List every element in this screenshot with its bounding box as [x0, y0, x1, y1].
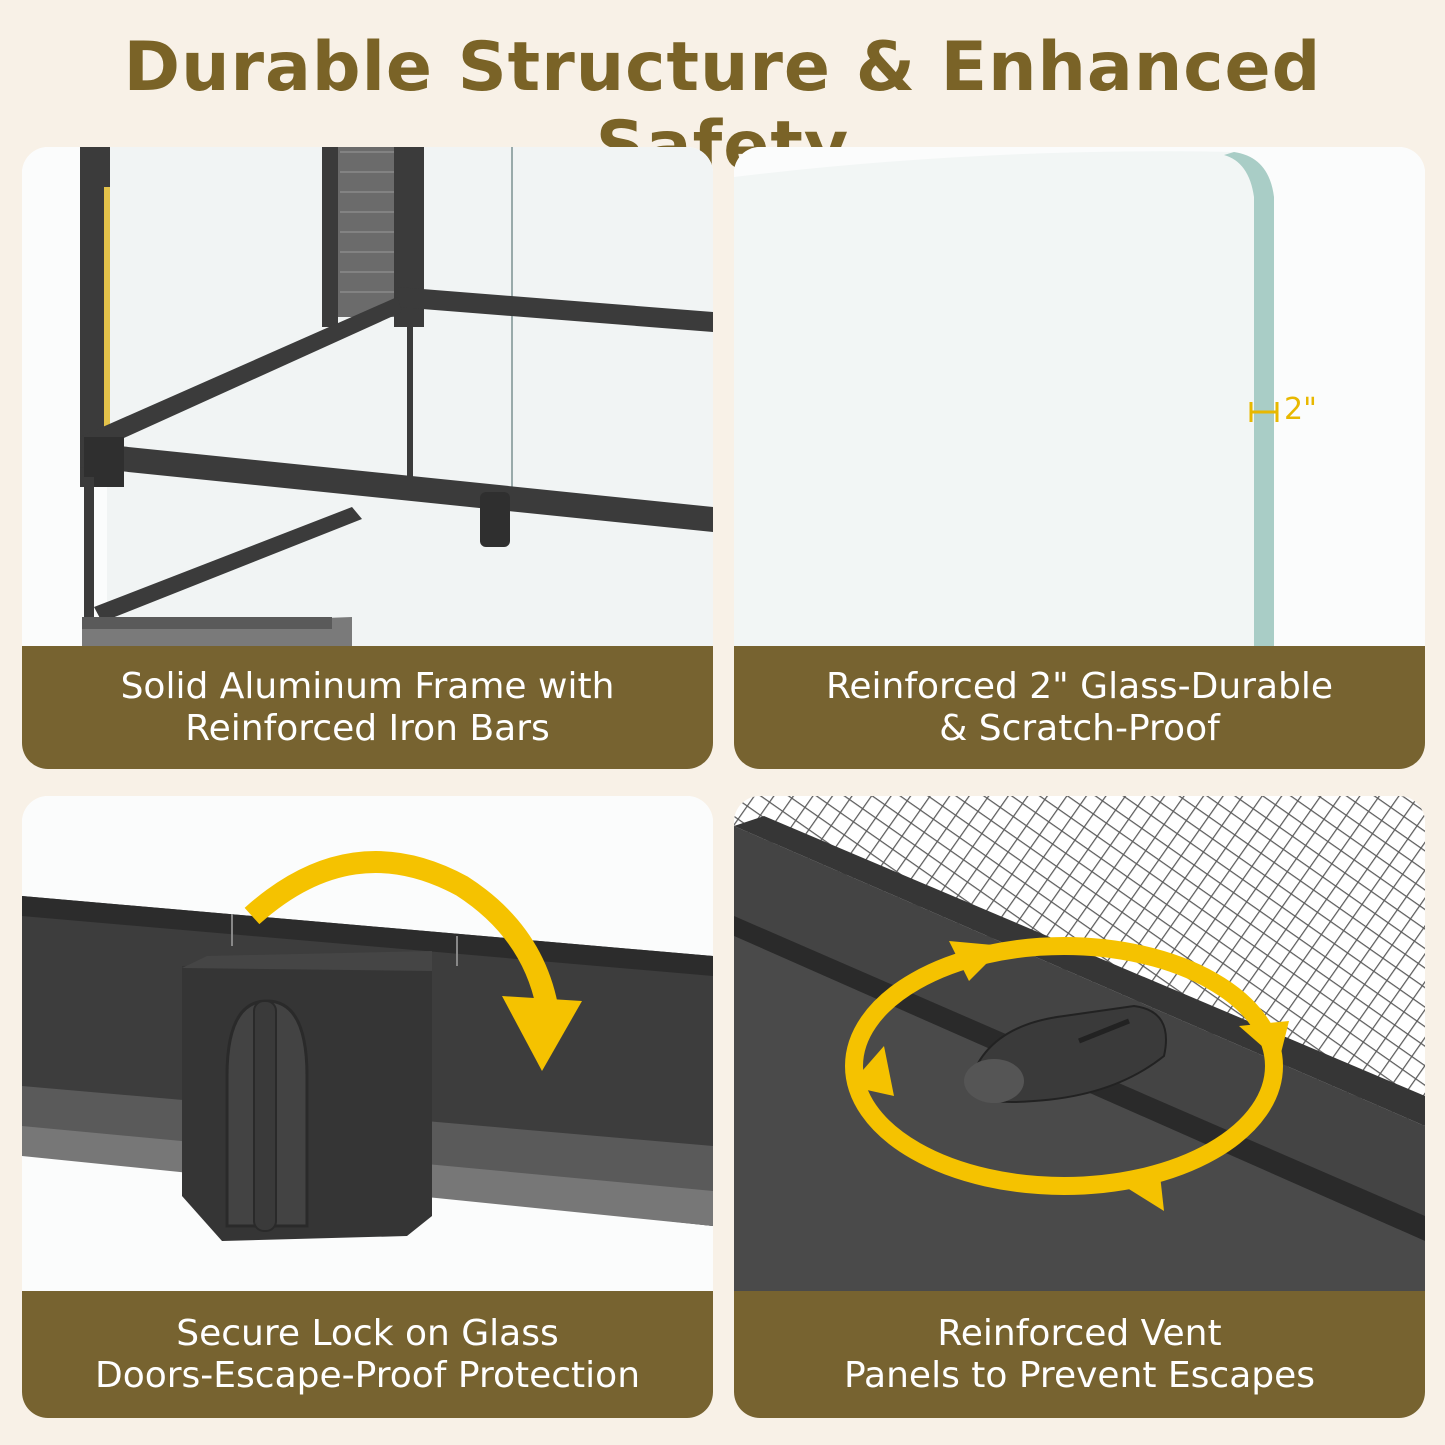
caption-line-2: Panels to Prevent Escapes — [843, 1354, 1316, 1396]
caption-line-2: Doors-Escape-Proof Protection — [94, 1354, 641, 1396]
caption-line-1: Reinforced Vent — [937, 1312, 1222, 1354]
caption-line-1: Reinforced 2" Glass-Durable — [825, 665, 1334, 707]
feature-card-vent-lock: Reinforced Vent Panels to Prevent Escape… — [734, 796, 1425, 1418]
glass-thickness-label: 2" — [1284, 392, 1317, 427]
caption-frame: Solid Aluminum Frame with Reinforced Iro… — [22, 646, 713, 769]
feature-card-door-lock: Secure Lock on Glass Doors-Escape-Proof … — [22, 796, 713, 1418]
feature-card-frame: Solid Aluminum Frame with Reinforced Iro… — [22, 147, 713, 769]
aluminum-frame-image — [22, 147, 713, 646]
caption-door-lock: Secure Lock on Glass Doors-Escape-Proof … — [22, 1291, 713, 1418]
caption-line-1: Secure Lock on Glass — [176, 1312, 559, 1354]
door-lock-image — [22, 796, 713, 1291]
caption-line-2: & Scratch-Proof — [939, 707, 1220, 749]
caption-line-2: Reinforced Iron Bars — [185, 707, 550, 749]
caption-glass: Reinforced 2" Glass-Durable & Scratch-Pr… — [734, 646, 1425, 769]
glass-pane-image: 2" — [734, 147, 1425, 646]
caption-vent-lock: Reinforced Vent Panels to Prevent Escape… — [734, 1291, 1425, 1418]
caption-line-1: Solid Aluminum Frame with — [120, 665, 615, 707]
vent-lock-image — [734, 796, 1425, 1291]
page-title: Durable Structure & Enhanced Safety — [123, 28, 1322, 186]
feature-card-glass: 2" Reinforced 2" Glass-Durable & Scratch… — [734, 147, 1425, 769]
